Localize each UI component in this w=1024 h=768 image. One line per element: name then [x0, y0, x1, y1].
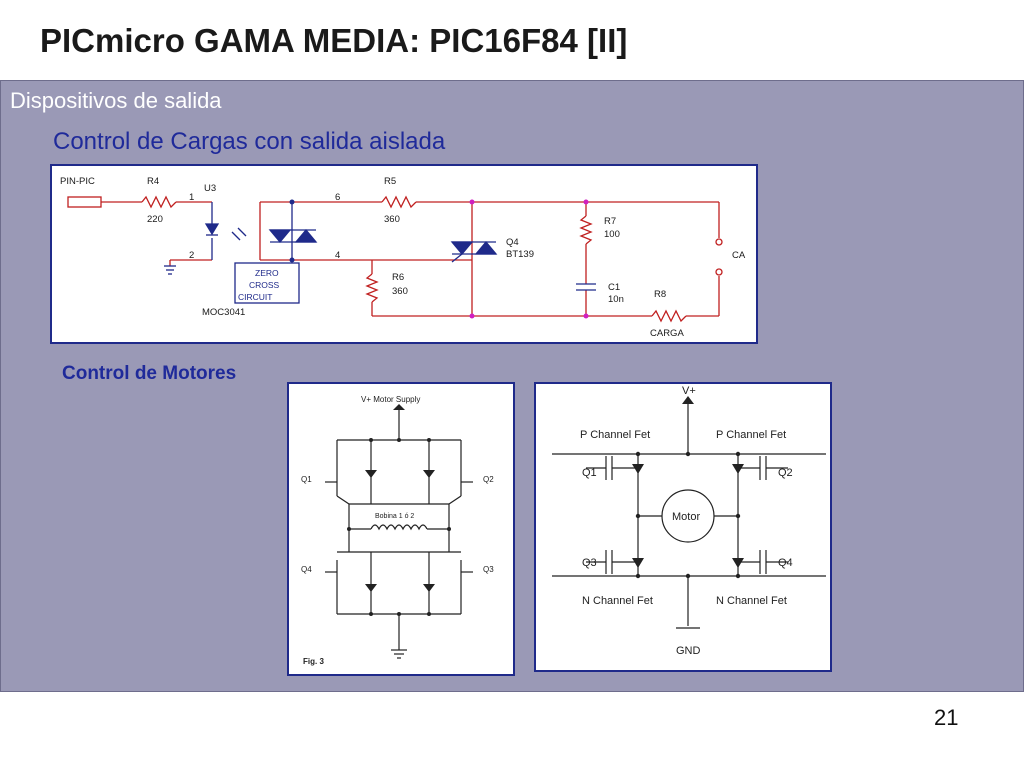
q1-label: Q1 — [582, 467, 597, 479]
gnd-label: GND — [676, 645, 701, 657]
bjt-h-bridge-schematic: V+ Motor Supply Q1 Q2 Bobina 1 ó 2 Q4 Q3… — [301, 395, 494, 666]
coil-label: Bobina 1 ó 2 — [375, 513, 414, 520]
q4-label: Q4 — [778, 557, 793, 569]
r5-label: R5 — [384, 176, 396, 187]
q4-part: BT139 — [506, 249, 534, 260]
q1-label: Q1 — [301, 475, 312, 484]
motor-label: Motor — [672, 511, 700, 523]
p-channel-left-label: P Channel Fet — [580, 429, 650, 441]
r5-value: 360 — [384, 214, 400, 225]
q3-label: Q3 — [582, 557, 597, 569]
q4-label: Q4 — [506, 237, 519, 248]
pin6-label: 6 — [335, 192, 340, 203]
c1-value: 10n — [608, 294, 624, 305]
fig-label: Fig. 3 — [303, 657, 324, 666]
isolated-load-schematic: PIN-PIC R4 220 U3 1 2 6 4 ZERO CROSS CIR… — [60, 176, 746, 339]
slide-title: PICmicro GAMA MEDIA: PIC16F84 [II] — [40, 22, 628, 59]
p-channel-right-label: P Channel Fet — [716, 429, 786, 441]
r8-label: R8 — [654, 289, 666, 300]
c1-label: C1 — [608, 282, 620, 293]
r4-value: 220 — [147, 214, 163, 225]
isolated-load-circuit: PIN-PIC R4 220 U3 1 2 6 4 ZERO CROSS CIR… — [50, 164, 758, 344]
pin4-label: 4 — [335, 250, 340, 261]
bjt-h-bridge-figure: V+ Motor Supply Q1 Q2 Bobina 1 ó 2 Q4 Q3… — [287, 382, 515, 676]
cross-label: CROSS — [249, 280, 280, 290]
pin-label: PIN-PIC — [60, 176, 95, 187]
q2-label: Q2 — [483, 475, 494, 484]
zero-label: ZERO — [255, 268, 279, 278]
r7-value: 100 — [604, 229, 620, 240]
r6-value: 360 — [392, 286, 408, 297]
r6-label: R6 — [392, 272, 404, 283]
circuit-label: CIRCUIT — [238, 292, 272, 302]
r7-label: R7 — [604, 216, 616, 227]
mosfet-h-bridge-figure: V+ P Channel Fet P Channel Fet Q1 Q2 Mot… — [534, 382, 832, 672]
vplus-label: V+ — [682, 385, 696, 397]
pin2-label: 2 — [189, 250, 194, 261]
page-number: 21 — [934, 705, 959, 730]
mosfet-h-bridge-schematic: V+ P Channel Fet P Channel Fet Q1 Q2 Mot… — [552, 385, 826, 657]
q3-label: Q3 — [483, 565, 494, 574]
q4-label: Q4 — [301, 565, 312, 574]
n-channel-left-label: N Channel Fet — [582, 595, 653, 607]
supply-label: V+ Motor Supply — [361, 395, 420, 404]
r4-label: R4 — [147, 176, 159, 187]
r8-value: CARGA — [650, 328, 684, 339]
u3-label: U3 — [204, 183, 216, 194]
q2-label: Q2 — [778, 467, 793, 479]
section-heading: Dispositivos de salida — [10, 88, 222, 113]
subsection-heading: Control de Cargas con salida aislada — [53, 128, 446, 155]
n-channel-right-label: N Channel Fet — [716, 595, 787, 607]
pin1-label: 1 — [189, 192, 194, 203]
ca-label: CA — [732, 250, 746, 261]
motor-control-heading: Control de Motores — [62, 363, 237, 384]
moc-label: MOC3041 — [202, 307, 245, 318]
